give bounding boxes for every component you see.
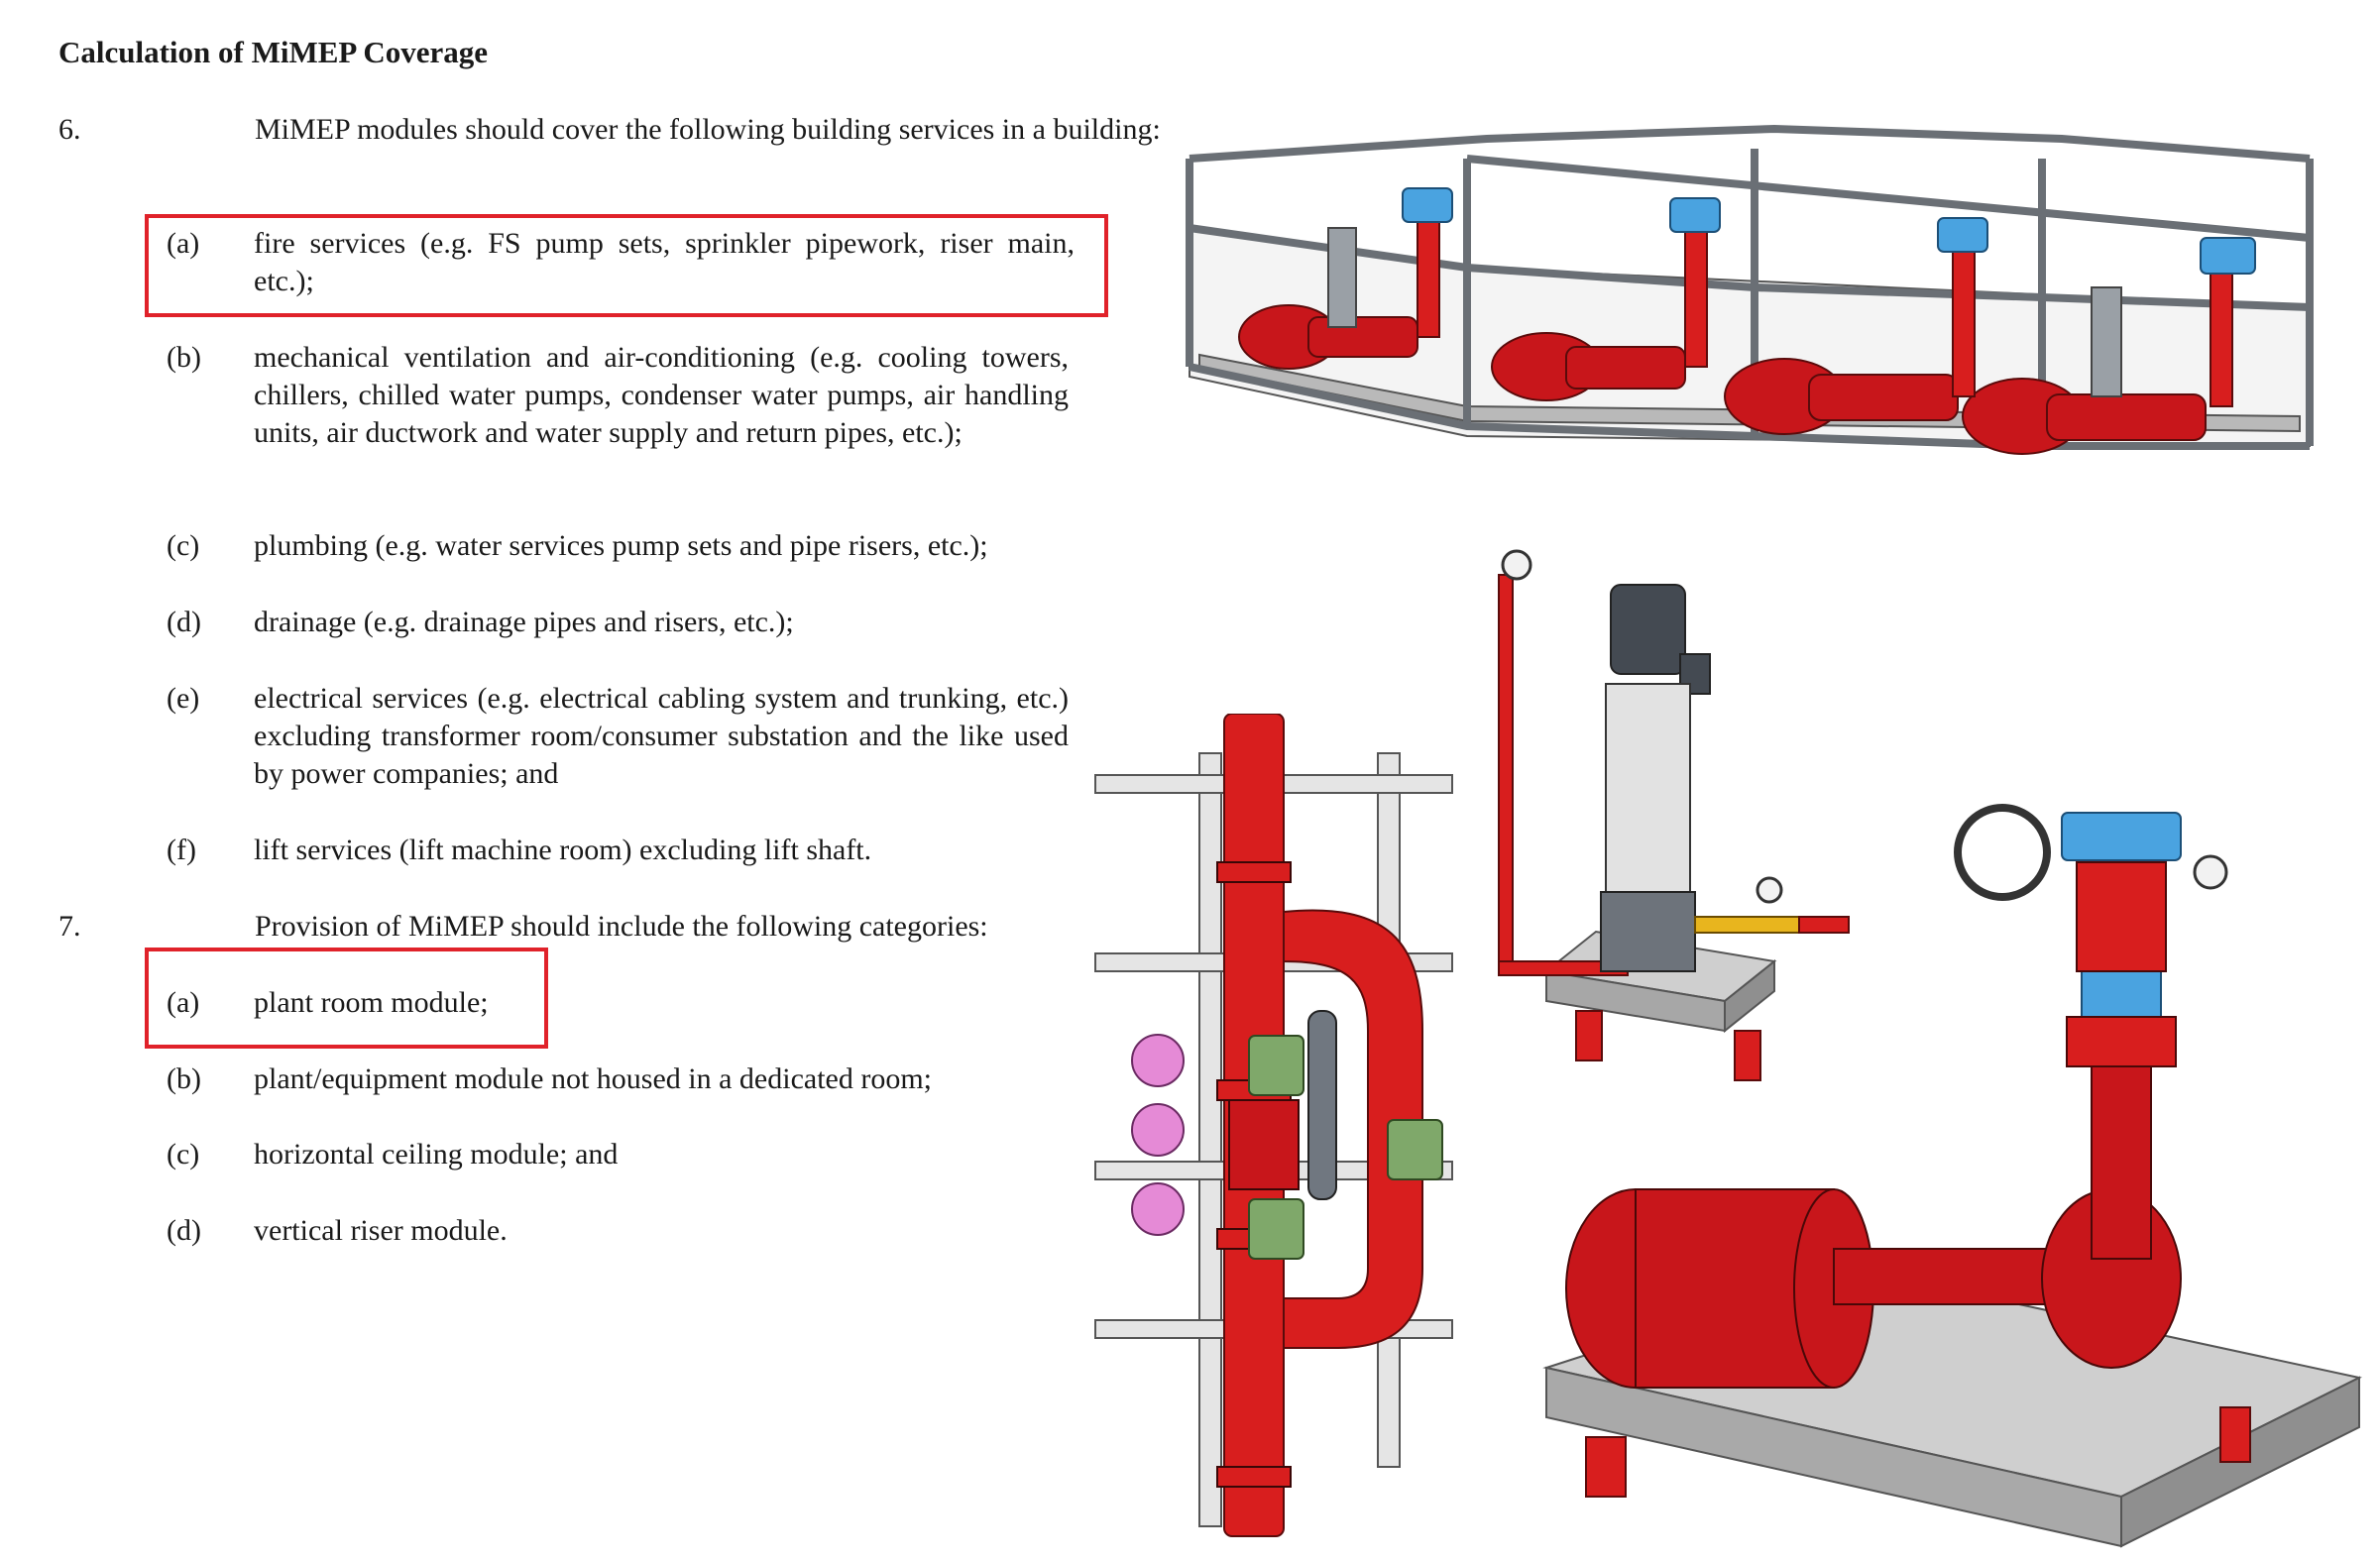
item-6c-letter: (c) <box>167 529 200 562</box>
highlight-box-fire-services <box>145 214 1108 317</box>
paragraph-6-number: 6. <box>58 113 81 146</box>
item-6a-letter: (a) <box>167 227 200 260</box>
item-6e-text: electrical services (e.g. electrical cab… <box>254 682 1069 790</box>
item-6c-text: plumbing (e.g. water services pump sets … <box>254 529 988 562</box>
item-6b-text: mechanical ventilation and air-condition… <box>254 341 1069 449</box>
paragraph-6-text: MiMEP modules should cover the following… <box>255 113 1161 146</box>
item-7d-text: vertical riser module. <box>254 1214 508 1247</box>
item-6d-text: drainage (e.g. drainage pipes and risers… <box>254 606 794 638</box>
pump-skid-modules-illustration <box>1186 124 2314 455</box>
paragraph-7-text: Provision of MiMEP should include the fo… <box>255 910 988 943</box>
highlight-box-plant-room <box>145 948 548 1049</box>
item-6f-text: lift services (lift machine room) exclud… <box>254 834 872 866</box>
horizontal-pump-set-illustration <box>1542 804 2362 1548</box>
item-6f-letter: (f) <box>167 834 196 866</box>
vertical-pump-illustration <box>1498 549 1850 1081</box>
item-7a-letter: (a) <box>167 986 200 1019</box>
item-6d-letter: (d) <box>167 606 201 638</box>
paragraph-7-number: 7. <box>58 910 81 943</box>
item-7b-letter: (b) <box>167 1062 201 1095</box>
section-title: Calculation of MiMEP Coverage <box>58 35 489 69</box>
pipe-riser-module-illustration <box>1094 714 1453 1537</box>
item-6e-letter: (e) <box>167 682 200 715</box>
item-7d-letter: (d) <box>167 1214 201 1247</box>
item-7a-text: plant room module; <box>254 986 489 1019</box>
item-7c-text: horizontal ceiling module; and <box>254 1138 619 1171</box>
item-7b-text: plant/equipment module not housed in a d… <box>254 1062 933 1095</box>
item-6a-text: fire services (e.g. FS pump sets, sprink… <box>254 227 1075 297</box>
item-6b-letter: (b) <box>167 341 201 374</box>
item-7c-letter: (c) <box>167 1138 200 1171</box>
document-page: Calculation of MiMEP Coverage 6. MiMEP m… <box>58 35 1161 1247</box>
